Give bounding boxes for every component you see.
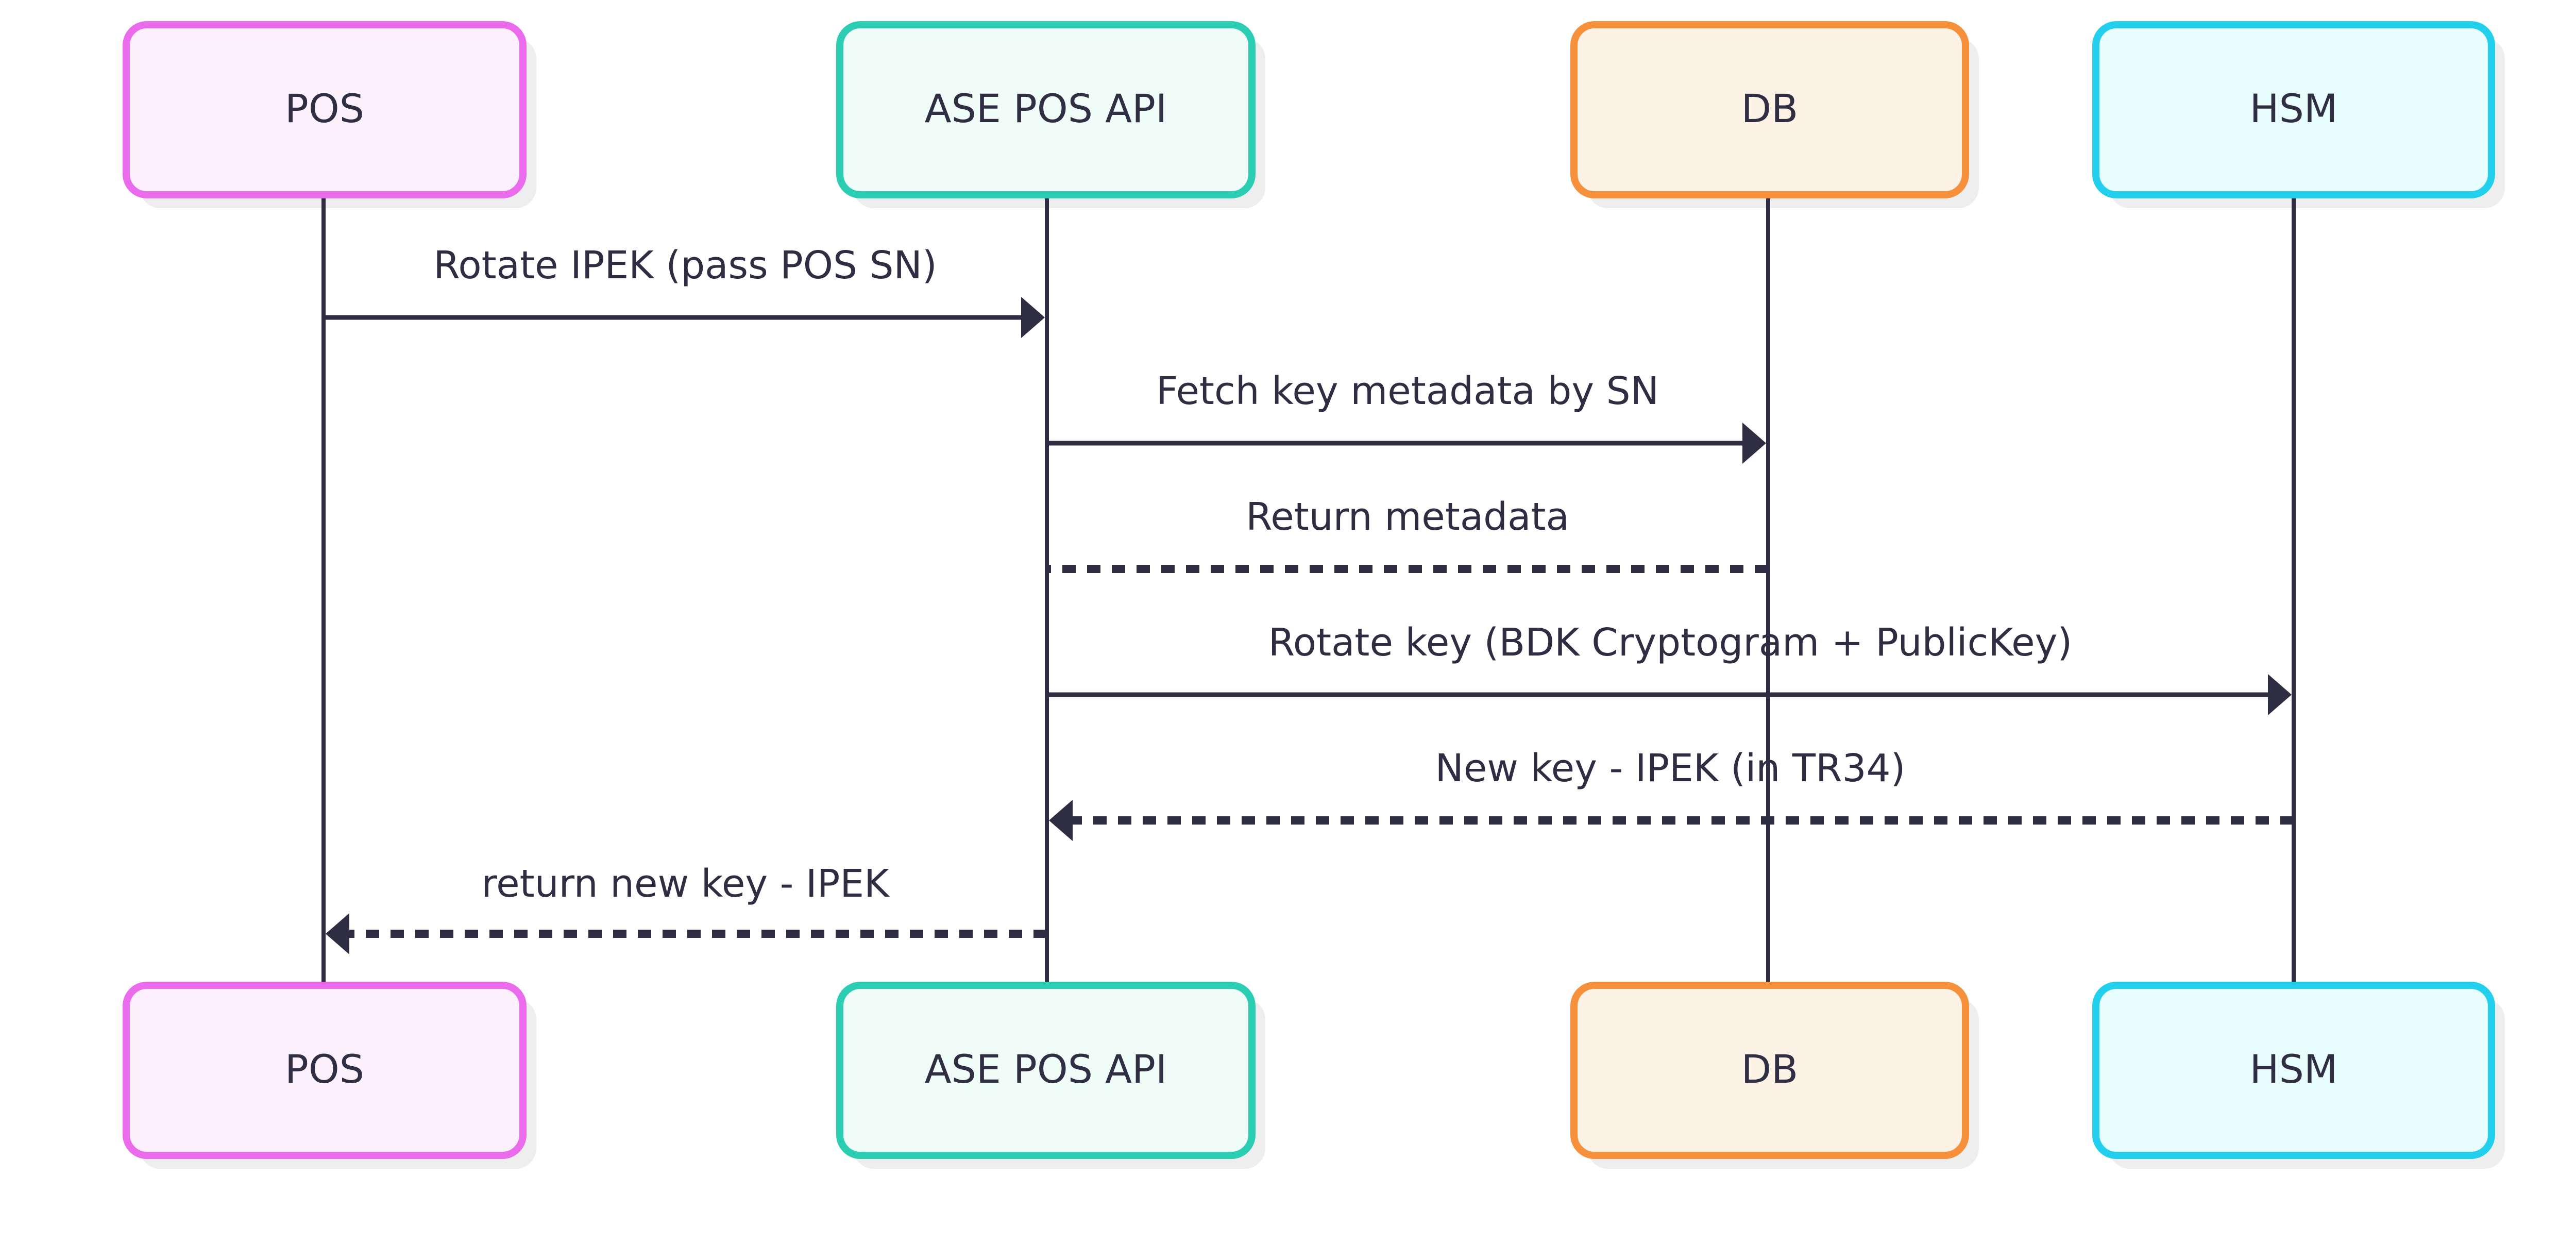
message-arrowhead-right [1021,297,1045,338]
message-arrowhead-right [1742,423,1766,464]
messages-group: Rotate IPEK (pass POS SN) Fetch key metad… [324,243,2294,954]
actor-box-rect [836,982,1256,1159]
message-6-ase-to-pos: return new key - IPEK [326,862,1047,954]
message-label: Rotate key (BDK Cryptogram + PublicKey) [1268,620,2073,665]
actor-box-pos-top[interactable]: POS [123,21,527,198]
message-2-ase-to-db: Fetch key metadata by SN [1047,369,1766,464]
lifelines-group [321,195,2296,985]
actor-box-rect [2092,21,2495,198]
message-arrowhead-left [1049,800,1073,841]
actor-label-ase: ASE POS API [925,1046,1167,1092]
message-3-db-to-ase: Return metadata [1047,495,1768,573]
actor-label-db: DB [1741,86,1799,131]
message-5-hsm-to-ase: New key - IPEK (in TR34) [1049,746,2294,841]
actor-boxes-group: POS POS ASE POS API ASE POS API DB DB HSM HSM [123,21,2495,1159]
actor-label-ase: ASE POS API [925,86,1167,131]
actor-box-ase-bottom[interactable]: ASE POS API [836,982,1256,1159]
actor-box-rect [1570,21,1969,198]
actor-label-hsm: HSM [2250,86,2338,131]
actor-box-rect [123,982,527,1159]
actor-box-rect [2092,982,2495,1159]
message-arrowhead-left [326,913,349,954]
actor-box-ase-top[interactable]: ASE POS API [836,21,1256,198]
message-arrowhead-right [2268,674,2292,715]
actor-box-rect [1570,982,1969,1159]
message-4-ase-to-hsm: Rotate key (BDK Cryptogram + PublicKey) [1047,620,2292,715]
actor-box-rect [123,21,527,198]
message-label: New key - IPEK (in TR34) [1435,746,1906,791]
actor-label-db: DB [1741,1046,1799,1092]
actor-box-db-bottom[interactable]: DB [1570,982,1969,1159]
message-label: Rotate IPEK (pass POS SN) [433,243,937,288]
actor-box-hsm-bottom[interactable]: HSM [2092,982,2495,1159]
message-label: Return metadata [1246,495,1569,539]
message-label: return new key - IPEK [481,862,890,906]
actor-box-hsm-top[interactable]: HSM [2092,21,2495,198]
actor-label-pos: POS [285,86,364,131]
actor-box-pos-bottom[interactable]: POS [123,982,527,1159]
message-label: Fetch key metadata by SN [1156,369,1659,413]
actor-box-db-top[interactable]: DB [1570,21,1969,198]
actor-box-rect [836,21,1256,198]
actor-label-hsm: HSM [2250,1046,2338,1092]
actor-label-pos: POS [285,1046,364,1092]
message-1-pos-to-ase: Rotate IPEK (pass POS SN) [324,243,1045,338]
